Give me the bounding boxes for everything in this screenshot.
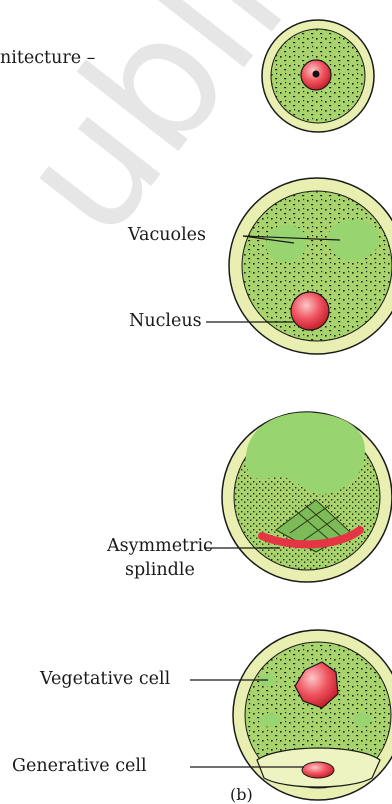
cell-microspore — [262, 20, 374, 132]
label-asymmetric: Asymmetric — [107, 538, 213, 556]
cell-bicellular-pollen — [190, 630, 392, 800]
header-text: nitecture – — [0, 50, 95, 68]
cell-asymmetric-spindle — [204, 412, 392, 582]
cell-vacuolated — [206, 178, 392, 354]
label-nucleus: Nucleus — [129, 313, 202, 331]
label-generative-cell: Generative cell — [12, 758, 147, 776]
generative-nucleus — [302, 762, 334, 778]
nucleus-2 — [291, 292, 329, 330]
label-vacuoles: Vacuoles — [128, 227, 206, 245]
label-spindle: splindle — [125, 562, 195, 580]
panel-label: (b) — [230, 787, 253, 803]
label-vegetative-cell: Vegetative cell — [40, 671, 170, 689]
